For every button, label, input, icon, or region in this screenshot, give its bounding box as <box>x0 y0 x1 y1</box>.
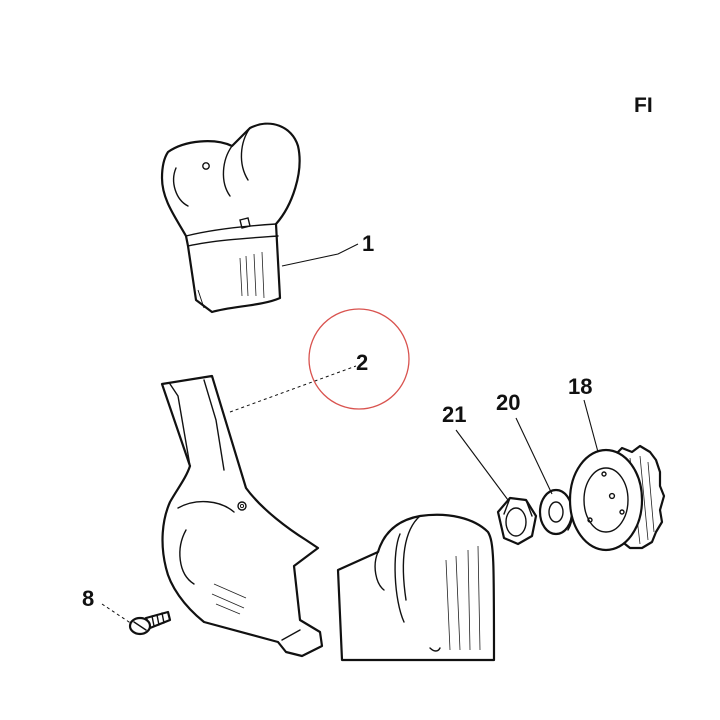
part-1-upper-cover <box>160 122 301 314</box>
part-2-main-shroud <box>160 374 324 658</box>
callout-8: 8 <box>82 586 94 611</box>
lower-housing-partial <box>336 513 496 662</box>
callout-1: 1 <box>362 231 374 256</box>
leader-lines <box>101 243 599 625</box>
callout-20: 20 <box>496 390 520 415</box>
part-21-nut <box>496 496 538 546</box>
highlight-circle <box>308 308 410 410</box>
callout-18: 18 <box>568 374 592 399</box>
part-20-washer <box>538 488 574 536</box>
figure-title: FI <box>634 94 653 117</box>
callout-2: 2 <box>356 350 368 375</box>
part-18-pulley <box>568 444 666 552</box>
callout-21: 21 <box>442 402 466 427</box>
part-8-screw <box>128 610 172 636</box>
